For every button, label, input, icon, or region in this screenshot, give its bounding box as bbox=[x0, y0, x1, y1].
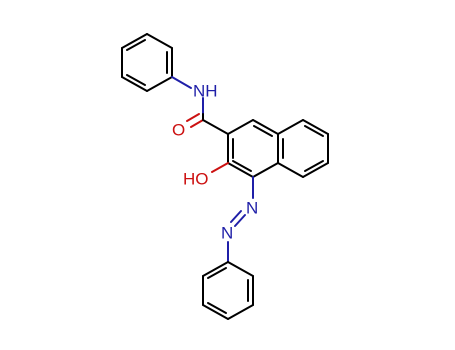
aromatic-inner-bond bbox=[253, 125, 273, 137]
aromatic-inner-bond bbox=[126, 74, 146, 86]
bond bbox=[227, 261, 254, 277]
aromatic-inner-bond bbox=[232, 160, 252, 172]
n-n-double-bond bbox=[234, 214, 246, 227]
aromatic-inner-bond bbox=[207, 302, 227, 314]
aromatic-inner-bond bbox=[304, 160, 324, 172]
carbonyl-double-bond bbox=[190, 119, 204, 128]
bond bbox=[121, 33, 148, 49]
atom-label-oxygen: O bbox=[172, 120, 185, 139]
bond bbox=[252, 119, 279, 135]
n-n-double-bond bbox=[230, 210, 242, 223]
carbonyl-double-bond bbox=[186, 113, 200, 122]
bond bbox=[302, 162, 329, 178]
bond bbox=[121, 76, 148, 92]
bond bbox=[202, 304, 229, 320]
bond bbox=[202, 261, 229, 277]
bond bbox=[302, 119, 329, 135]
bond-ring-to-nh bbox=[171, 76, 192, 89]
bottom-phenyl-ring bbox=[202, 261, 254, 320]
bond bbox=[227, 119, 254, 135]
bond-carbonyl-to-ring bbox=[202, 119, 229, 135]
bond-ring-to-hydroxyl bbox=[211, 162, 229, 173]
bond bbox=[227, 162, 254, 178]
aromatic-inner-bond bbox=[126, 39, 146, 51]
bond bbox=[277, 119, 304, 135]
top-phenyl-ring bbox=[121, 33, 173, 92]
bond bbox=[227, 304, 254, 320]
bond bbox=[146, 76, 173, 92]
amide-group bbox=[171, 76, 229, 135]
bond bbox=[252, 162, 279, 178]
naphthalene-left-ring bbox=[227, 119, 279, 178]
bond bbox=[277, 162, 304, 178]
azo-group bbox=[227, 176, 254, 263]
atom-label-azo-n2: N bbox=[221, 223, 233, 242]
atom-label-hydroxyl: HO bbox=[183, 169, 209, 188]
naphthalene-right-ring bbox=[277, 119, 329, 178]
atom-label-nh: NH bbox=[193, 81, 218, 100]
bond bbox=[146, 33, 173, 49]
atom-label-azo-n1: N bbox=[246, 198, 258, 217]
aromatic-inner-bond bbox=[207, 267, 227, 279]
aromatic-inner-bond bbox=[304, 125, 324, 137]
